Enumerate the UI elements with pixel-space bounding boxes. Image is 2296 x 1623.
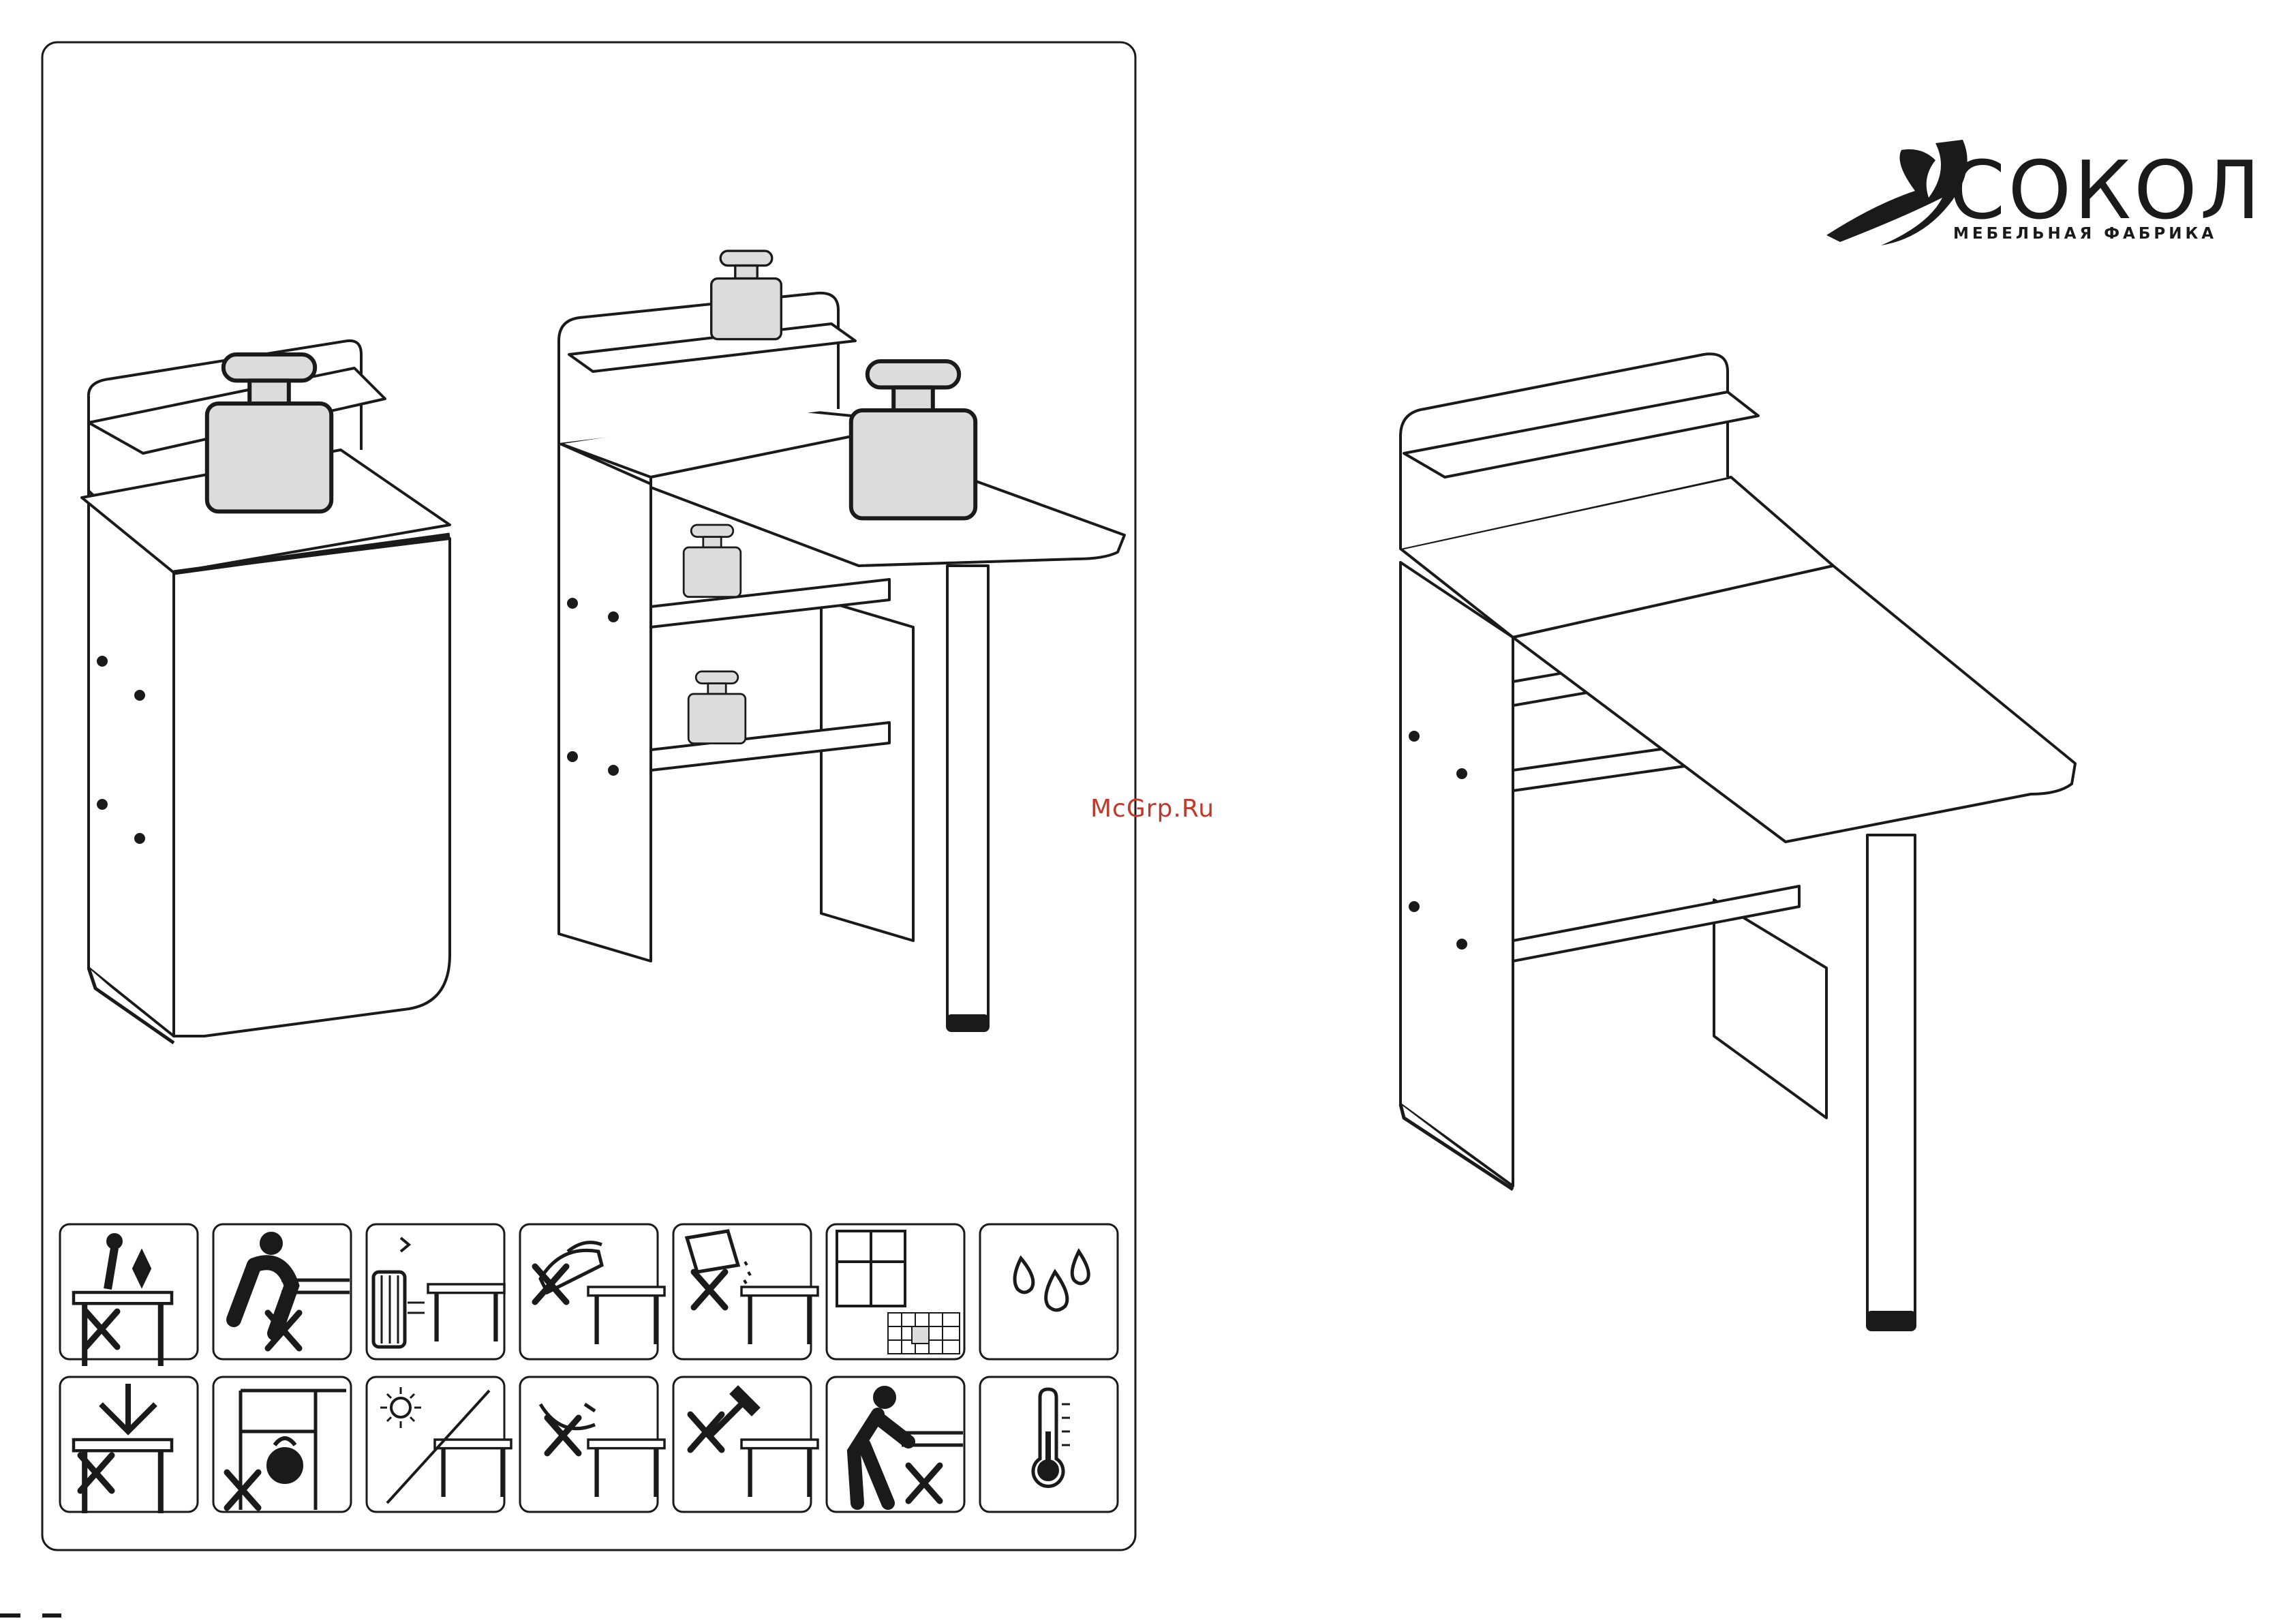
pictogram-no-sitting xyxy=(213,1224,351,1359)
pictogram-grid xyxy=(60,1224,1118,1513)
pictogram-temperature xyxy=(980,1377,1118,1512)
pictogram-heater-distance xyxy=(367,1224,504,1359)
pictogram-no-hot-iron xyxy=(520,1224,664,1359)
brand-name: СОКОЛ xyxy=(1949,150,2263,230)
pictogram-no-sharp-objects xyxy=(520,1377,664,1512)
pictogram-no-sunlight xyxy=(367,1377,511,1512)
pictogram-no-liquids xyxy=(673,1224,818,1359)
pictogram-no-hammering xyxy=(673,1377,818,1512)
brand-subtitle: МЕБЕЛЬНАЯ ФАБРИКА xyxy=(1953,225,2217,243)
folded-desk-drawing xyxy=(82,341,450,1043)
assembled-desk-drawing xyxy=(1400,354,2075,1330)
pictogram-no-heavy-inside xyxy=(213,1377,351,1512)
sokol-logo-icon xyxy=(1826,140,1968,245)
watermark: McGrp.Ru xyxy=(1090,795,1214,823)
pictogram-ventilation xyxy=(827,1224,964,1359)
pictogram-no-leaning xyxy=(827,1377,964,1512)
open-desk-load-drawing xyxy=(559,251,1124,1031)
pictogram-no-hanging xyxy=(60,1377,198,1513)
pictogram-no-standing xyxy=(60,1224,198,1366)
pictogram-humidity xyxy=(980,1224,1118,1359)
